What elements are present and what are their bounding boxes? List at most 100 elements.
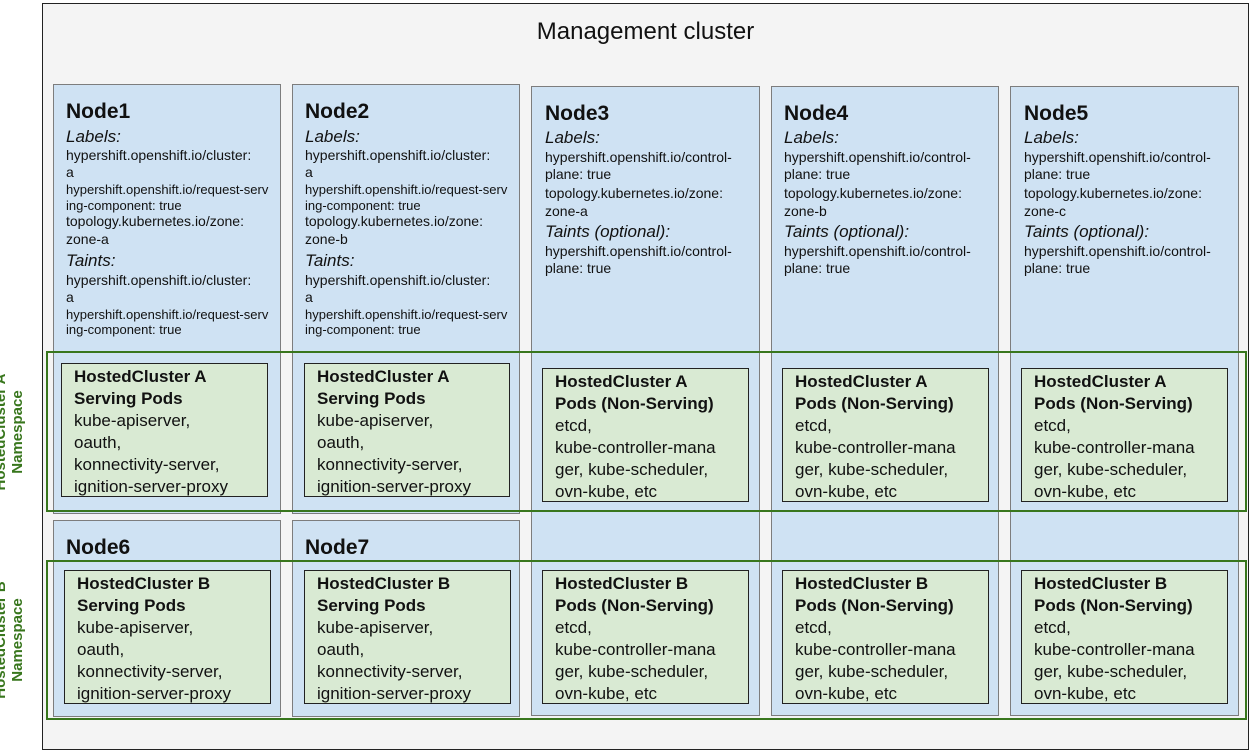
node4-label-line: hypershift.openshift.io/control- <box>784 149 971 165</box>
hostedcluster-b-non-serving-pods: HostedCluster B Pods (Non-Serving) etcd,… <box>782 570 989 704</box>
pods-title-line: HostedCluster A <box>74 367 207 386</box>
pod-item: kube-controller-mana <box>795 640 956 659</box>
hostedcluster-a-namespace-box <box>46 351 1247 512</box>
pod-item: etcd, <box>555 618 592 637</box>
node1-taint-line: hypershift.openshift.io/request-serv <box>66 307 269 322</box>
node4-taints-heading: Taints (optional): <box>784 222 910 241</box>
hostedcluster-b-namespace-label: HostedCluster B Namespace <box>0 575 28 705</box>
pods-title-line: HostedCluster B <box>1034 574 1168 593</box>
pods-title-line: Serving Pods <box>317 389 426 408</box>
hostedcluster-a-serving-pods: HostedCluster A Serving Pods kube-apiser… <box>304 363 510 497</box>
pod-item: ger, kube-scheduler, <box>795 662 949 681</box>
pods-title-line: HostedCluster B <box>317 574 451 593</box>
pods-title-line: Serving Pods <box>77 596 186 615</box>
pod-item: ovn-kube, etc <box>1034 684 1137 703</box>
pod-item: ovn-kube, etc <box>555 684 658 703</box>
node4-taint-line: plane: true <box>784 260 851 276</box>
pod-item: oauth, <box>74 433 122 452</box>
pod-item: kube-controller-mana <box>555 640 716 659</box>
node4-labels-heading: Labels: <box>784 128 839 147</box>
pod-item: kube-apiserver, <box>77 618 194 637</box>
node3-taints-heading: Taints (optional): <box>545 222 671 241</box>
hostedcluster-b-serving-pods: HostedCluster B Serving Pods kube-apiser… <box>64 570 271 704</box>
node1-taint-line: a <box>66 289 74 305</box>
pod-item: etcd, <box>795 618 832 637</box>
node1-name: Node1 <box>66 100 131 123</box>
pod-item: konnectivity-server, <box>77 662 223 681</box>
pod-item: ignition-server-proxy <box>317 684 471 703</box>
node2-taint-line: a <box>305 289 313 305</box>
node2-taint-line: hypershift.openshift.io/cluster: <box>305 272 491 288</box>
pod-item: ovn-kube, etc <box>1034 482 1137 501</box>
pod-item: ger, kube-scheduler, <box>795 460 949 479</box>
pod-item: ignition-server-proxy <box>74 477 228 496</box>
pods-title-line: HostedCluster B <box>555 574 689 593</box>
pods-title-line: HostedCluster B <box>77 574 211 593</box>
pod-item: etcd, <box>555 416 592 435</box>
node5-labels-heading: Labels: <box>1024 128 1079 147</box>
pods-title-line: Pods (Non-Serving) <box>1034 394 1193 413</box>
pod-item: oauth, <box>77 640 125 659</box>
pods-title-line: HostedCluster A <box>1034 372 1167 391</box>
node2-label-line: ing-component: true <box>305 198 421 213</box>
node2-label-line: zone-b <box>305 231 348 247</box>
node2-taint-line: hypershift.openshift.io/request-serv <box>305 307 508 322</box>
node2-taints-heading: Taints: <box>305 251 355 270</box>
hostedcluster-a-namespace-label: HostedCluster A Namespace <box>0 367 28 497</box>
node5-taint-line: hypershift.openshift.io/control- <box>1024 243 1211 259</box>
pods-title-line: Pods (Non-Serving) <box>555 394 714 413</box>
node4-name: Node4 <box>784 102 849 125</box>
hostedcluster-a-namespace-label-line: Namespace <box>9 390 26 474</box>
hostedcluster-a-non-serving-pods: HostedCluster A Pods (Non-Serving) etcd,… <box>542 368 749 502</box>
node4-taint-line: hypershift.openshift.io/control- <box>784 243 971 259</box>
node3-name: Node3 <box>545 102 610 125</box>
pod-item: konnectivity-server, <box>317 455 463 474</box>
pod-item: etcd, <box>1034 618 1071 637</box>
node7-name: Node7 <box>305 536 370 559</box>
node2-label-line: hypershift.openshift.io/request-serv <box>305 182 508 197</box>
node5-taint-line: plane: true <box>1024 260 1091 276</box>
node2-labels-heading: Labels: <box>305 127 360 146</box>
pod-item: ovn-kube, etc <box>555 482 658 501</box>
pods-title-line: Pods (Non-Serving) <box>555 596 714 615</box>
hostedcluster-b-namespace-label-line: HostedCluster B <box>0 581 9 699</box>
pod-item: ovn-kube, etc <box>795 684 898 703</box>
pod-item: ger, kube-scheduler, <box>555 662 709 681</box>
pod-item: konnectivity-server, <box>74 455 220 474</box>
pod-item: konnectivity-server, <box>317 662 463 681</box>
pod-item: kube-apiserver, <box>317 411 434 430</box>
node3-taint-line: plane: true <box>545 260 612 276</box>
node1-label-line: topology.kubernetes.io/zone: <box>66 213 244 229</box>
hostedcluster-b-namespace-box <box>46 560 1247 720</box>
hostedcluster-b-serving-pods: HostedCluster B Serving Pods kube-apiser… <box>304 570 511 704</box>
pod-item: ger, kube-scheduler, <box>1034 460 1188 479</box>
pod-item: kube-controller-mana <box>555 438 716 457</box>
node4-label-line: plane: true <box>784 166 851 182</box>
node2-name: Node2 <box>305 100 370 123</box>
pod-item: kube-apiserver, <box>74 411 191 430</box>
pod-item: kube-controller-mana <box>1034 438 1195 457</box>
node2-label-line: a <box>305 164 313 180</box>
node1-label-line: a <box>66 164 74 180</box>
hostedcluster-a-namespace-label-line: HostedCluster A <box>0 374 9 491</box>
hostedcluster-b-non-serving-pods: HostedCluster B Pods (Non-Serving) etcd,… <box>542 570 749 704</box>
pods-title-line: HostedCluster B <box>795 574 929 593</box>
node1-label-line: zone-a <box>66 231 109 247</box>
node5-label-line: topology.kubernetes.io/zone: <box>1024 185 1202 201</box>
node3-label-line: plane: true <box>545 166 612 182</box>
node6-name: Node6 <box>66 536 131 559</box>
node1-label-line: ing-component: true <box>66 198 182 213</box>
node5-label-line: zone-c <box>1024 203 1067 219</box>
node1-label-line: hypershift.openshift.io/request-serv <box>66 182 269 197</box>
pod-item: kube-controller-mana <box>1034 640 1195 659</box>
hostedcluster-a-serving-pods: HostedCluster A Serving Pods kube-apiser… <box>61 363 268 497</box>
hostedcluster-b-namespace-label-line: Namespace <box>9 598 26 682</box>
pod-item: ger, kube-scheduler, <box>555 460 709 479</box>
hostedcluster-a-non-serving-pods: HostedCluster A Pods (Non-Serving) etcd,… <box>1021 368 1228 502</box>
node5-label-line: plane: true <box>1024 166 1091 182</box>
pod-item: etcd, <box>795 416 832 435</box>
pod-item: oauth, <box>317 640 365 659</box>
node3-label-line: zone-a <box>545 203 588 219</box>
node2-label-line: hypershift.openshift.io/cluster: <box>305 147 491 163</box>
cluster-title: Management cluster <box>536 18 755 45</box>
